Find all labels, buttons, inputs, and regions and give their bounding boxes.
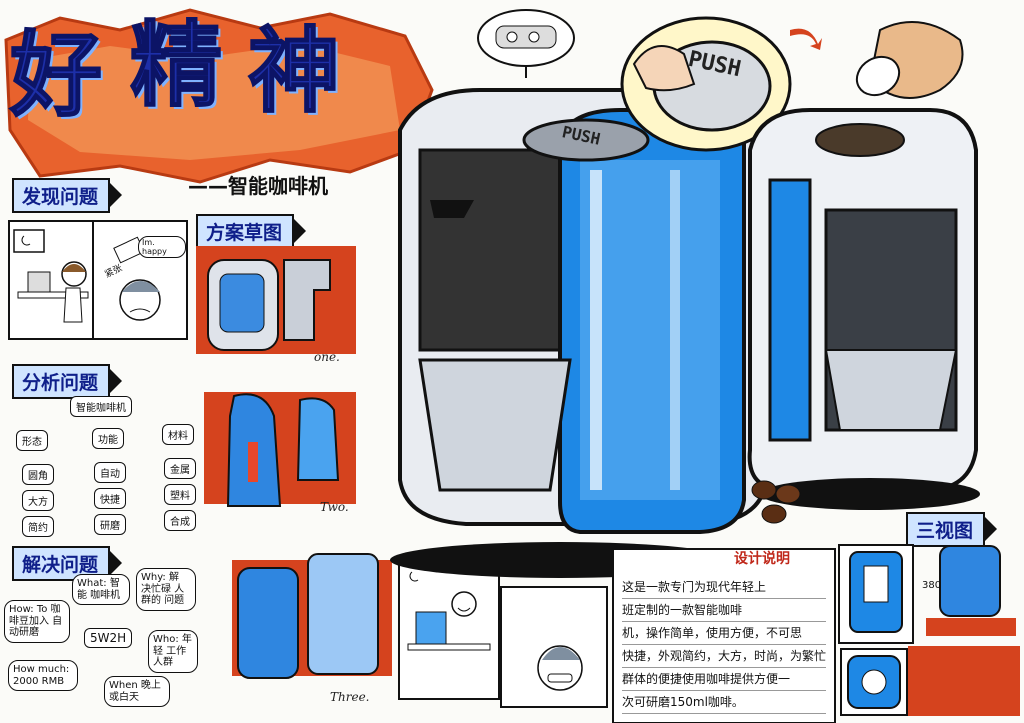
solve-who: Who: 年轻 工作人群 <box>148 630 198 673</box>
analysis-function-1: 自动 <box>94 462 126 483</box>
title-char-2: 精 <box>129 12 223 119</box>
speech-bubble: Im. happy <box>138 236 186 259</box>
section-label-discover: 发现问题 <box>12 178 123 213</box>
analysis-material-1: 金属 <box>164 458 196 479</box>
design-note-line-5: 群体的便捷使用咖啡提供方便一 <box>622 668 826 691</box>
sketch-caption-one: one. <box>314 350 340 364</box>
solve-how-much: How much: 2000 RMB <box>8 660 78 691</box>
solve-why: Why: 解 决忙碌 人群的 问题 <box>136 568 196 611</box>
section-label-analyze: 分析问题 <box>12 364 123 399</box>
coffee-beans-icon <box>751 480 801 524</box>
sketch-caption-two: Two. <box>320 500 349 514</box>
section-label-three-view: 三视图 <box>906 512 998 547</box>
second-coffee-machine-icon <box>747 108 980 510</box>
analysis-material-3: 合成 <box>164 510 196 531</box>
analysis-form-3: 简约 <box>22 516 54 537</box>
three-view-top <box>840 648 908 716</box>
comic-panel-grin <box>500 586 608 708</box>
analysis-form-2: 大方 <box>22 490 54 511</box>
solve-what: What: 智能 咖啡机 <box>72 574 130 605</box>
sketch-three-machine-icon <box>237 553 379 679</box>
three-view-bg-red <box>908 646 1020 716</box>
analysis-root: 智能咖啡机 <box>70 396 132 417</box>
main-coffee-machine-icon <box>390 88 768 578</box>
design-note-line-6: 次可研磨150ml咖啡。 <box>622 691 826 714</box>
side-view-icon <box>926 545 1016 636</box>
three-view-side <box>920 544 1016 640</box>
design-note-line-2: 班定制的一款智能咖啡 <box>622 599 826 622</box>
analysis-branch-material: 材料 <box>162 424 194 445</box>
title-splash <box>4 8 434 184</box>
person-at-desk-icon <box>13 229 89 323</box>
dimension-label: 380 <box>922 580 942 591</box>
analysis-branch-function: 功能 <box>92 428 124 449</box>
design-note-line-3: 机，操作简单，使用方便，不可思 <box>622 622 826 645</box>
happy-person-icon <box>407 571 491 651</box>
grinning-person-icon <box>537 645 583 691</box>
title-char-3: 神 <box>247 18 341 125</box>
design-note-title: 设计说明 <box>734 551 790 567</box>
solve-when: When 晚上或白天 <box>104 676 170 707</box>
design-note-line-4: 快捷，外观简约，大方，时尚，为繁忙 <box>622 645 826 668</box>
analysis-function-3: 研磨 <box>94 514 126 535</box>
comic-panel-happy-desk <box>398 556 500 700</box>
analysis-material-2: 塑料 <box>164 484 196 505</box>
three-view-front <box>838 544 914 644</box>
front-view-icon <box>849 551 903 633</box>
title-char-1: 好 <box>9 22 103 129</box>
top-view-icon <box>847 655 901 709</box>
analysis-function-2: 快捷 <box>94 488 126 509</box>
analysis-branch-form: 形态 <box>16 430 48 451</box>
sketch-two-machine-icon <box>226 393 340 507</box>
push-detail-circle <box>620 16 792 152</box>
comic-panel-tired: Im. happy 紧张 <box>92 220 188 340</box>
solve-how: How: To 咖啡豆加入 自动研磨 <box>4 600 70 643</box>
section-label-sketch: 方案草图 <box>196 214 307 249</box>
design-note-card: 设计说明 这是一款专门为现代年轻上 班定制的一款智能咖啡 机，操作简单，使用方便… <box>612 548 836 723</box>
design-note-line-1: 这是一款专门为现代年轻上 <box>622 576 826 599</box>
subtitle: ——智能咖啡机 <box>188 174 328 198</box>
arrow-icon <box>790 28 822 50</box>
section-label-solve: 解决问题 <box>12 546 123 581</box>
sketch-one-machine-icon <box>207 259 331 351</box>
design-note-body: 这是一款专门为现代年轻上 班定制的一款智能咖啡 机，操作简单，使用方便，不可思 … <box>622 576 826 714</box>
solve-center: 5W2H <box>84 628 133 648</box>
coffee-bean-bag-icon <box>855 21 964 99</box>
analysis-form-1: 圆角 <box>22 464 54 485</box>
sketch-caption-three: Three. <box>330 690 370 704</box>
comic-panel-desk <box>8 220 96 340</box>
tired-person-icon <box>113 236 177 321</box>
control-panel-icon <box>477 9 575 78</box>
